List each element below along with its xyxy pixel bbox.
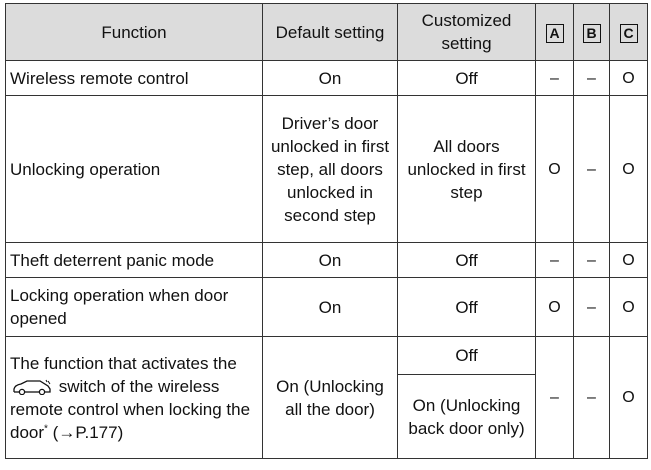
customized-cell: Off [397, 242, 536, 278]
customized-cell-on: On (Unlocking back door only) [397, 374, 536, 459]
customized-cell: Off [397, 277, 536, 337]
header-default-setting: Default setting [262, 3, 398, 61]
header-a: A [535, 3, 574, 61]
header-customized-setting: Customized setting [397, 3, 536, 61]
header-function: Function [5, 3, 263, 61]
function-text-end: switch of the wireless remote control wh… [10, 376, 251, 442]
column-c-label: C [619, 23, 638, 43]
table-row: Unlocking operation Driver’s door unlock… [5, 95, 648, 243]
table-row: Locking operation when door opened On Of… [5, 277, 648, 337]
customized-cell-off: Off [397, 336, 536, 375]
table-row: Wireless remote control On Off – – O [5, 60, 648, 96]
mark-c: O [609, 277, 648, 337]
function-text-start: The function that activates the [10, 353, 237, 373]
mark-a: – [535, 242, 574, 278]
mark-c: O [609, 242, 648, 278]
mark-a: O [535, 95, 574, 243]
table-row: On (Unlocking back door only) [6, 374, 648, 459]
car-back-door-icon [13, 379, 51, 395]
page-reference: (→P.177) [52, 422, 124, 442]
customization-table: Function Default setting Customized sett… [5, 3, 648, 459]
default-cell: On [262, 60, 398, 96]
function-cell: Unlocking operation [5, 95, 263, 243]
function-cell: Locking operation when door opened [5, 277, 263, 337]
header-b: B [573, 3, 610, 61]
mark-b: – [573, 336, 610, 459]
function-cell: Theft deterrent panic mode [5, 242, 263, 278]
function-cell: The function that activates the switch o… [5, 336, 263, 459]
customized-cell: All doors unlocked in first step [397, 95, 536, 243]
mark-c: O [609, 336, 648, 459]
mark-a: – [535, 336, 574, 459]
default-cell: On (Unlocking all the door) [262, 336, 398, 459]
column-b-label: B [582, 23, 601, 43]
mark-a: – [535, 60, 574, 96]
header-c: C [609, 3, 648, 61]
mark-b: – [573, 95, 610, 243]
table-row: The function that activates the switch o… [5, 336, 648, 459]
default-cell: Driver’s door unlocked in first step, al… [262, 95, 398, 243]
mark-b: – [573, 277, 610, 337]
customized-cell: Off [397, 60, 536, 96]
table-row: Theft deterrent panic mode On Off – – O [5, 242, 648, 278]
mark-c: O [609, 60, 648, 96]
mark-b: – [573, 242, 610, 278]
mark-a: O [535, 277, 574, 337]
function-cell: Wireless remote control [5, 60, 263, 96]
mark-c: O [609, 95, 648, 243]
footnote-asterisk: * [44, 422, 48, 434]
default-cell: On [262, 242, 398, 278]
default-cell: On [262, 277, 398, 337]
mark-b: – [573, 60, 610, 96]
column-a-label: A [545, 23, 564, 43]
